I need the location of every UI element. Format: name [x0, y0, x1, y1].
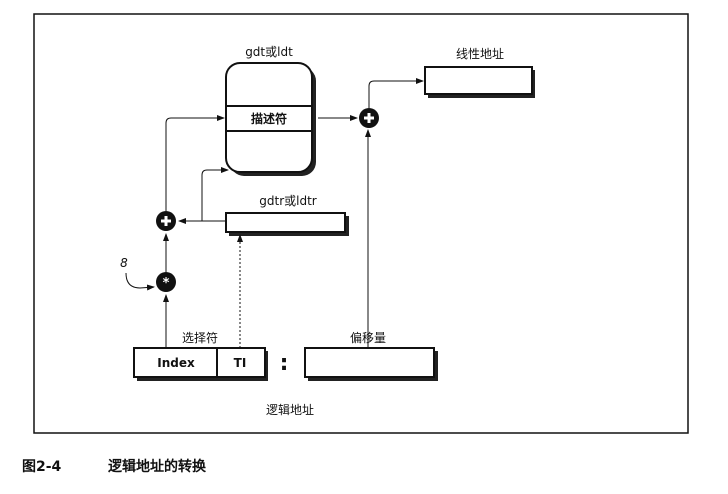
- register-label: gdtr或ldtr: [259, 194, 317, 208]
- selector-label: 选择符: [182, 330, 218, 345]
- descriptor-label: 描述符: [251, 111, 287, 126]
- ti-field: TI: [234, 356, 247, 370]
- multiply-icon: *: [156, 272, 176, 292]
- offset-box: [304, 347, 438, 381]
- arrow-adder-to-linear: [368, 78, 424, 108]
- selector-box: [133, 347, 268, 381]
- logical-address-label: 逻辑地址: [266, 403, 314, 417]
- figure-caption: 逻辑地址的转换: [108, 458, 207, 475]
- multiplier-constant: 8: [120, 256, 128, 270]
- arrow-adder-to-descriptor: [165, 115, 225, 211]
- arrow-gdtr-to-table: [201, 167, 229, 221]
- gdtr-register-box: [225, 212, 349, 236]
- table-label: gdt或ldt: [245, 45, 293, 59]
- figure-frame: [33, 13, 689, 434]
- offset-label: 偏移量: [350, 330, 386, 345]
- svg-text:*: *: [163, 276, 170, 291]
- linear-address-box: [424, 66, 535, 98]
- colon-separator: :: [280, 351, 289, 376]
- linear-address-label: 线性地址: [456, 47, 504, 61]
- index-field: Index: [157, 356, 195, 370]
- arrow-constant-to-multiply: [125, 272, 155, 291]
- plus-icon: [359, 108, 379, 128]
- plus-icon: [156, 211, 176, 231]
- figure-number: 图2-4: [22, 459, 62, 475]
- descriptor-table: [225, 62, 316, 176]
